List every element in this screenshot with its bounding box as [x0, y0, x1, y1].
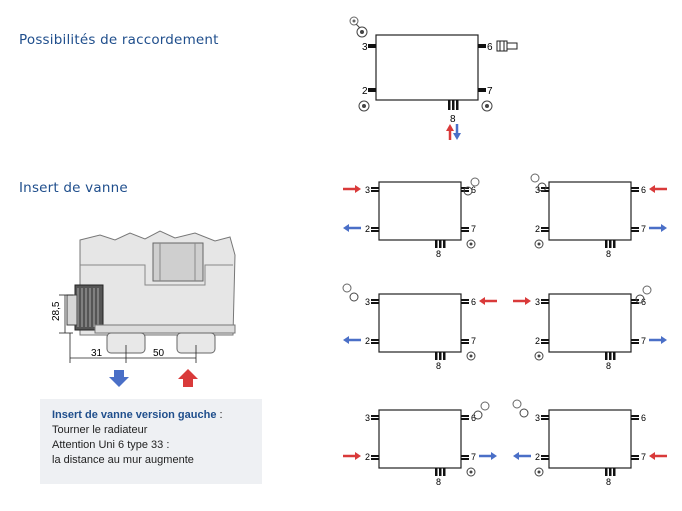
valve-handle-icon — [342, 283, 359, 302]
variant-diagram-top-right: 3 2 6 7 8 — [530, 173, 667, 259]
port-2-label: 2 — [362, 86, 368, 97]
port-2-label: 2 — [365, 452, 370, 462]
port-2-label: 2 — [535, 224, 540, 234]
flow-arrow-icon — [525, 297, 531, 305]
supply-arrow-up-icon — [178, 369, 198, 387]
variant-diagram-bottom-right: 3 2 6 7 8 — [512, 399, 667, 487]
flow-arrow-icon — [661, 336, 667, 344]
plug-icon — [534, 467, 544, 477]
plug-icon — [534, 351, 544, 361]
port-7-label: 7 — [471, 452, 476, 462]
port-6-label: 6 — [641, 185, 646, 195]
port-3-label: 3 — [535, 413, 540, 423]
plug-icon — [358, 100, 370, 112]
port-7-label: 7 — [471, 336, 476, 346]
flow-arrow-icon — [491, 452, 497, 460]
radiator-body — [378, 409, 462, 469]
variant-diagram-bottom-left: 3 2 6 7 8 — [343, 401, 497, 487]
port-6-label: 6 — [641, 413, 646, 423]
valve-insert-illustration: 28,5 31 50 — [51, 230, 236, 387]
port-2-label: 2 — [535, 336, 540, 346]
flow-arrow-icon — [649, 185, 655, 193]
port-8-label: 8 — [436, 477, 441, 487]
port-7-label: 7 — [641, 336, 646, 346]
flow-up-arrow-icon — [446, 124, 454, 140]
port-6-label: 6 — [471, 297, 476, 307]
port-7-label: 7 — [641, 452, 646, 462]
note-line-1: Tourner le radiateur — [52, 424, 148, 436]
flow-arrow-icon — [649, 452, 655, 460]
port-3-label: 3 — [365, 297, 370, 307]
plug-icon — [481, 100, 493, 112]
flow-arrow-icon — [479, 297, 485, 305]
port-8-label: 8 — [436, 249, 441, 259]
fitting-icon — [496, 40, 518, 52]
plug-icon — [534, 239, 544, 249]
port-3-label: 3 — [535, 185, 540, 195]
radiator-body — [378, 293, 462, 353]
port-8-label: 8 — [606, 477, 611, 487]
dimension-b-label: 50 — [153, 348, 165, 359]
radiator-body — [548, 409, 632, 469]
main-connection-diagram: 3 2 6 7 8 — [349, 16, 518, 140]
valve-handle-icon — [635, 285, 652, 304]
valve-handle-icon — [530, 173, 547, 192]
flow-arrow-icon — [513, 452, 519, 460]
valve-handle-icon — [473, 401, 490, 420]
plug-icon — [466, 351, 476, 361]
flow-arrow-icon — [355, 452, 361, 460]
return-arrow-down-icon — [109, 370, 129, 387]
flow-arrow-icon — [355, 185, 361, 193]
port-2-label: 2 — [535, 452, 540, 462]
radiator-body — [375, 34, 479, 101]
port-6-label: 6 — [471, 185, 476, 195]
port-8-label: 8 — [606, 361, 611, 371]
port-6-label: 6 — [641, 297, 646, 307]
port-6-label: 6 — [487, 42, 493, 53]
port-3-label: 3 — [365, 413, 370, 423]
flow-arrow-icon — [343, 336, 349, 344]
port-8-label: 8 — [606, 249, 611, 259]
flow-arrow-icon — [343, 224, 349, 232]
port-7-label: 7 — [471, 224, 476, 234]
variant-diagram-mid-left: 3 2 6 7 8 — [342, 283, 497, 371]
port-8-label: 8 — [450, 114, 456, 125]
dimension-a-label: 31 — [91, 348, 103, 359]
port-2-label: 2 — [365, 336, 370, 346]
port-3-label: 3 — [365, 185, 370, 195]
section-title-insert: Insert de vanne — [19, 180, 128, 196]
port-2-label: 2 — [365, 224, 370, 234]
variant-diagram-mid-right: 3 2 6 7 8 — [513, 285, 667, 371]
flow-down-arrow-icon — [453, 124, 461, 140]
note-line-2: Attention Uni 6 type 33 : — [52, 439, 170, 451]
radiator-body — [378, 181, 462, 241]
plug-icon — [466, 239, 476, 249]
valve-handle-icon — [512, 399, 529, 418]
flow-arrow-icon — [661, 224, 667, 232]
section-title-raccordement: Possibilités de raccordement — [19, 32, 219, 48]
port-3-label: 3 — [362, 42, 368, 53]
note-line-3: la distance au mur augmente — [52, 454, 194, 466]
port-8-label: 8 — [436, 361, 441, 371]
port-3-label: 3 — [535, 297, 540, 307]
variant-diagram-top-left: 3 2 6 7 8 — [343, 177, 480, 259]
valve-handle-icon — [463, 177, 480, 196]
plug-icon — [466, 467, 476, 477]
port-7-label: 7 — [641, 224, 646, 234]
radiator-body — [548, 181, 632, 241]
port-6-label: 6 — [471, 413, 476, 423]
dimension-height-label: 28,5 — [51, 301, 62, 321]
port-7-label: 7 — [487, 86, 493, 97]
radiator-body — [548, 293, 632, 353]
valve-handle-icon — [349, 16, 368, 38]
note-title: Insert de vanne version gauche — [52, 409, 217, 421]
note-box: Insert de vanne version gauche : Tourner… — [40, 399, 262, 484]
